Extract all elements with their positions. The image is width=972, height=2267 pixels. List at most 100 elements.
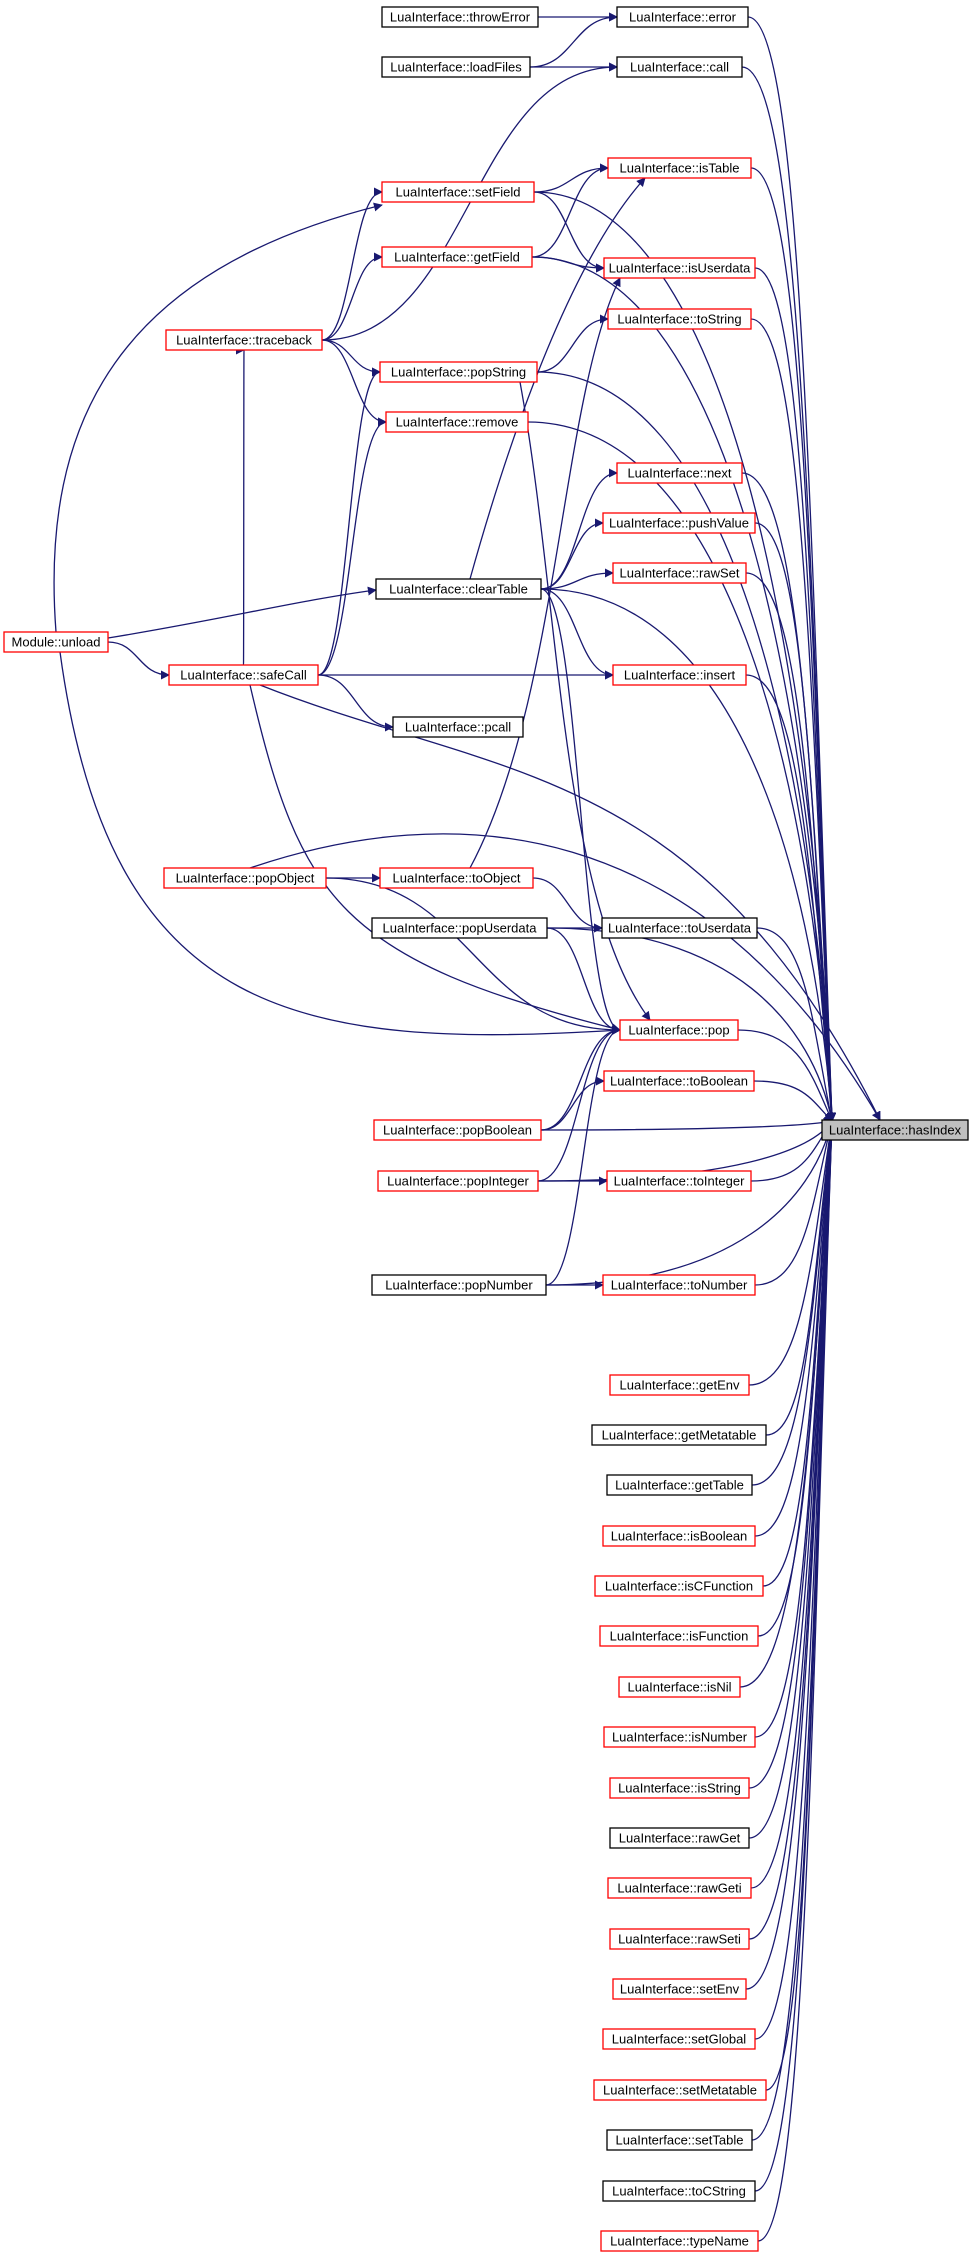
node-label: LuaInterface::insert [624,668,736,683]
node-rawGet[interactable]: LuaInterface::rawGet [609,1827,750,1849]
node-box [616,462,743,484]
node-label: LuaInterface::typeName [610,2234,749,2249]
node-clearTable[interactable]: LuaInterface::clearTable [375,578,542,600]
node-getTable[interactable]: LuaInterface::getTable [606,1474,753,1496]
node-toCString[interactable]: LuaInterface::toCString [602,2180,756,2202]
node-call[interactable]: LuaInterface::call [616,56,743,78]
edge-clearTable-to-pushValue [540,518,604,590]
node-label: LuaInterface::toCString [612,2184,746,2199]
node-loadFiles[interactable]: LuaInterface::loadFiles [381,56,531,78]
node-isUserdata[interactable]: LuaInterface::isUserdata [603,257,756,279]
node-box [609,1374,750,1396]
node-toString[interactable]: LuaInterface::toString [607,308,752,330]
edge-clearTable-to-insert [540,588,614,680]
node-box [606,1474,753,1496]
node-pcall[interactable]: LuaInterface::pcall [392,716,524,738]
node-layer: Module::unloadLuaInterface::throwErrorLu… [3,6,969,2252]
node-getMetatable[interactable]: LuaInterface::getMetatable [591,1424,767,1446]
node-getEnv[interactable]: LuaInterface::getEnv [609,1374,750,1396]
edge-popBoolean-to-hasIndex [540,1118,833,1131]
node-label: LuaInterface::getField [394,250,520,265]
node-isTable[interactable]: LuaInterface::isTable [607,157,752,179]
node-popUserdata[interactable]: LuaInterface::popUserdata [371,917,548,939]
node-box [392,716,524,738]
node-setGlobal[interactable]: LuaInterface::setGlobal [602,2028,756,2050]
node-label: LuaInterface::isNumber [612,1730,748,1745]
node-box [616,56,743,78]
node-label: LuaInterface::throwError [390,10,531,25]
edge-popNumber-to-pop [545,1025,621,1286]
node-toBoolean[interactable]: LuaInterface::toBoolean [603,1070,755,1092]
node-setMetatable[interactable]: LuaInterface::setMetatable [593,2079,767,2101]
node-label: LuaInterface::pushValue [609,516,749,531]
node-box [594,1575,764,1597]
node-popString[interactable]: LuaInterface::popString [379,361,538,383]
node-toNumber[interactable]: LuaInterface::toNumber [602,1274,756,1296]
node-rawSet[interactable]: LuaInterface::rawSet [612,562,747,584]
node-box [375,578,542,600]
edge-loadFiles-to-error [529,12,618,68]
node-getField[interactable]: LuaInterface::getField [381,246,533,268]
edge-traceback-to-getField [321,252,383,341]
node-label: LuaInterface::pop [628,1023,729,1038]
node-label: LuaInterface::toNumber [611,1278,748,1293]
node-toInteger[interactable]: LuaInterface::toInteger [606,1170,752,1192]
node-popBoolean[interactable]: LuaInterface::popBoolean [373,1119,542,1141]
node-box [612,664,747,686]
node-remove[interactable]: LuaInterface::remove [385,411,529,433]
node-setTable[interactable]: LuaInterface::setTable [606,2129,753,2151]
node-box [609,1777,750,1799]
node-next[interactable]: LuaInterface::next [616,462,743,484]
node-rawSeti[interactable]: LuaInterface::rawSeti [609,1928,750,1950]
edge-setGlobal-to-hasIndex [754,1120,837,2040]
node-popObject[interactable]: LuaInterface::popObject [163,867,327,889]
edge-setField-to-isTable [533,163,609,193]
node-label: LuaInterface::call [630,60,729,75]
node-box [163,867,327,889]
node-label: LuaInterface::isFunction [610,1629,749,1644]
edge-safeCall-to-traceback [235,349,245,666]
edge-popString-to-hasIndex [536,371,837,1122]
node-error[interactable]: LuaInterface::error [616,6,749,28]
node-setEnv[interactable]: LuaInterface::setEnv [612,1978,747,2000]
node-throwError[interactable]: LuaInterface::throwError [381,6,539,28]
edge-safeCall-to-pop [249,684,621,1033]
node-pushValue[interactable]: LuaInterface::pushValue [602,512,756,534]
node-pop[interactable]: LuaInterface::pop [619,1019,739,1041]
node-isNil[interactable]: LuaInterface::isNil [618,1676,741,1698]
node-safeCall[interactable]: LuaInterface::safeCall [168,664,319,686]
edge-toUserdata-to-hasIndex [756,927,835,1122]
node-toUserdata[interactable]: LuaInterface::toUserdata [601,917,758,939]
node-setField[interactable]: LuaInterface::setField [381,181,535,203]
node-isString[interactable]: LuaInterface::isString [609,1777,750,1799]
node-typeName[interactable]: LuaInterface::typeName [600,2230,759,2252]
node-label: LuaInterface::isCFunction [605,1579,753,1594]
node-label: LuaInterface::rawGeti [617,1881,741,1896]
node-toObject[interactable]: LuaInterface::toObject [379,867,534,889]
node-isCFunction[interactable]: LuaInterface::isCFunction [594,1575,764,1597]
edge-getField-to-isTable [531,163,609,258]
node-insert[interactable]: LuaInterface::insert [612,664,747,686]
node-label: LuaInterface::popUserdata [383,921,538,936]
node-isFunction[interactable]: LuaInterface::isFunction [599,1625,759,1647]
node-box [602,1274,756,1296]
node-traceback[interactable]: LuaInterface::traceback [165,329,323,351]
node-label: LuaInterface::rawGet [619,1831,741,1846]
node-box [603,1726,756,1748]
node-popInteger[interactable]: LuaInterface::popInteger [377,1170,539,1192]
edge-setField-to-isUserdata [533,191,605,273]
node-isBoolean[interactable]: LuaInterface::isBoolean [602,1525,756,1547]
node-isNumber[interactable]: LuaInterface::isNumber [603,1726,756,1748]
node-popNumber[interactable]: LuaInterface::popNumber [371,1274,547,1296]
node-rawGeti[interactable]: LuaInterface::rawGeti [607,1877,752,1899]
edge-popUserdata-to-pop [546,927,621,1035]
node-box [602,1525,756,1547]
node-label: LuaInterface::toObject [393,871,521,886]
node-box [371,1274,547,1296]
node-unload[interactable]: Module::unload [3,631,109,653]
edge-isNil-to-hasIndex [739,1120,836,1688]
node-label: LuaInterface::setField [395,185,520,200]
node-box [381,6,539,28]
node-hasIndex[interactable]: LuaInterface::hasIndex [821,1119,969,1141]
edge-unload-to-safeCall [107,641,170,680]
